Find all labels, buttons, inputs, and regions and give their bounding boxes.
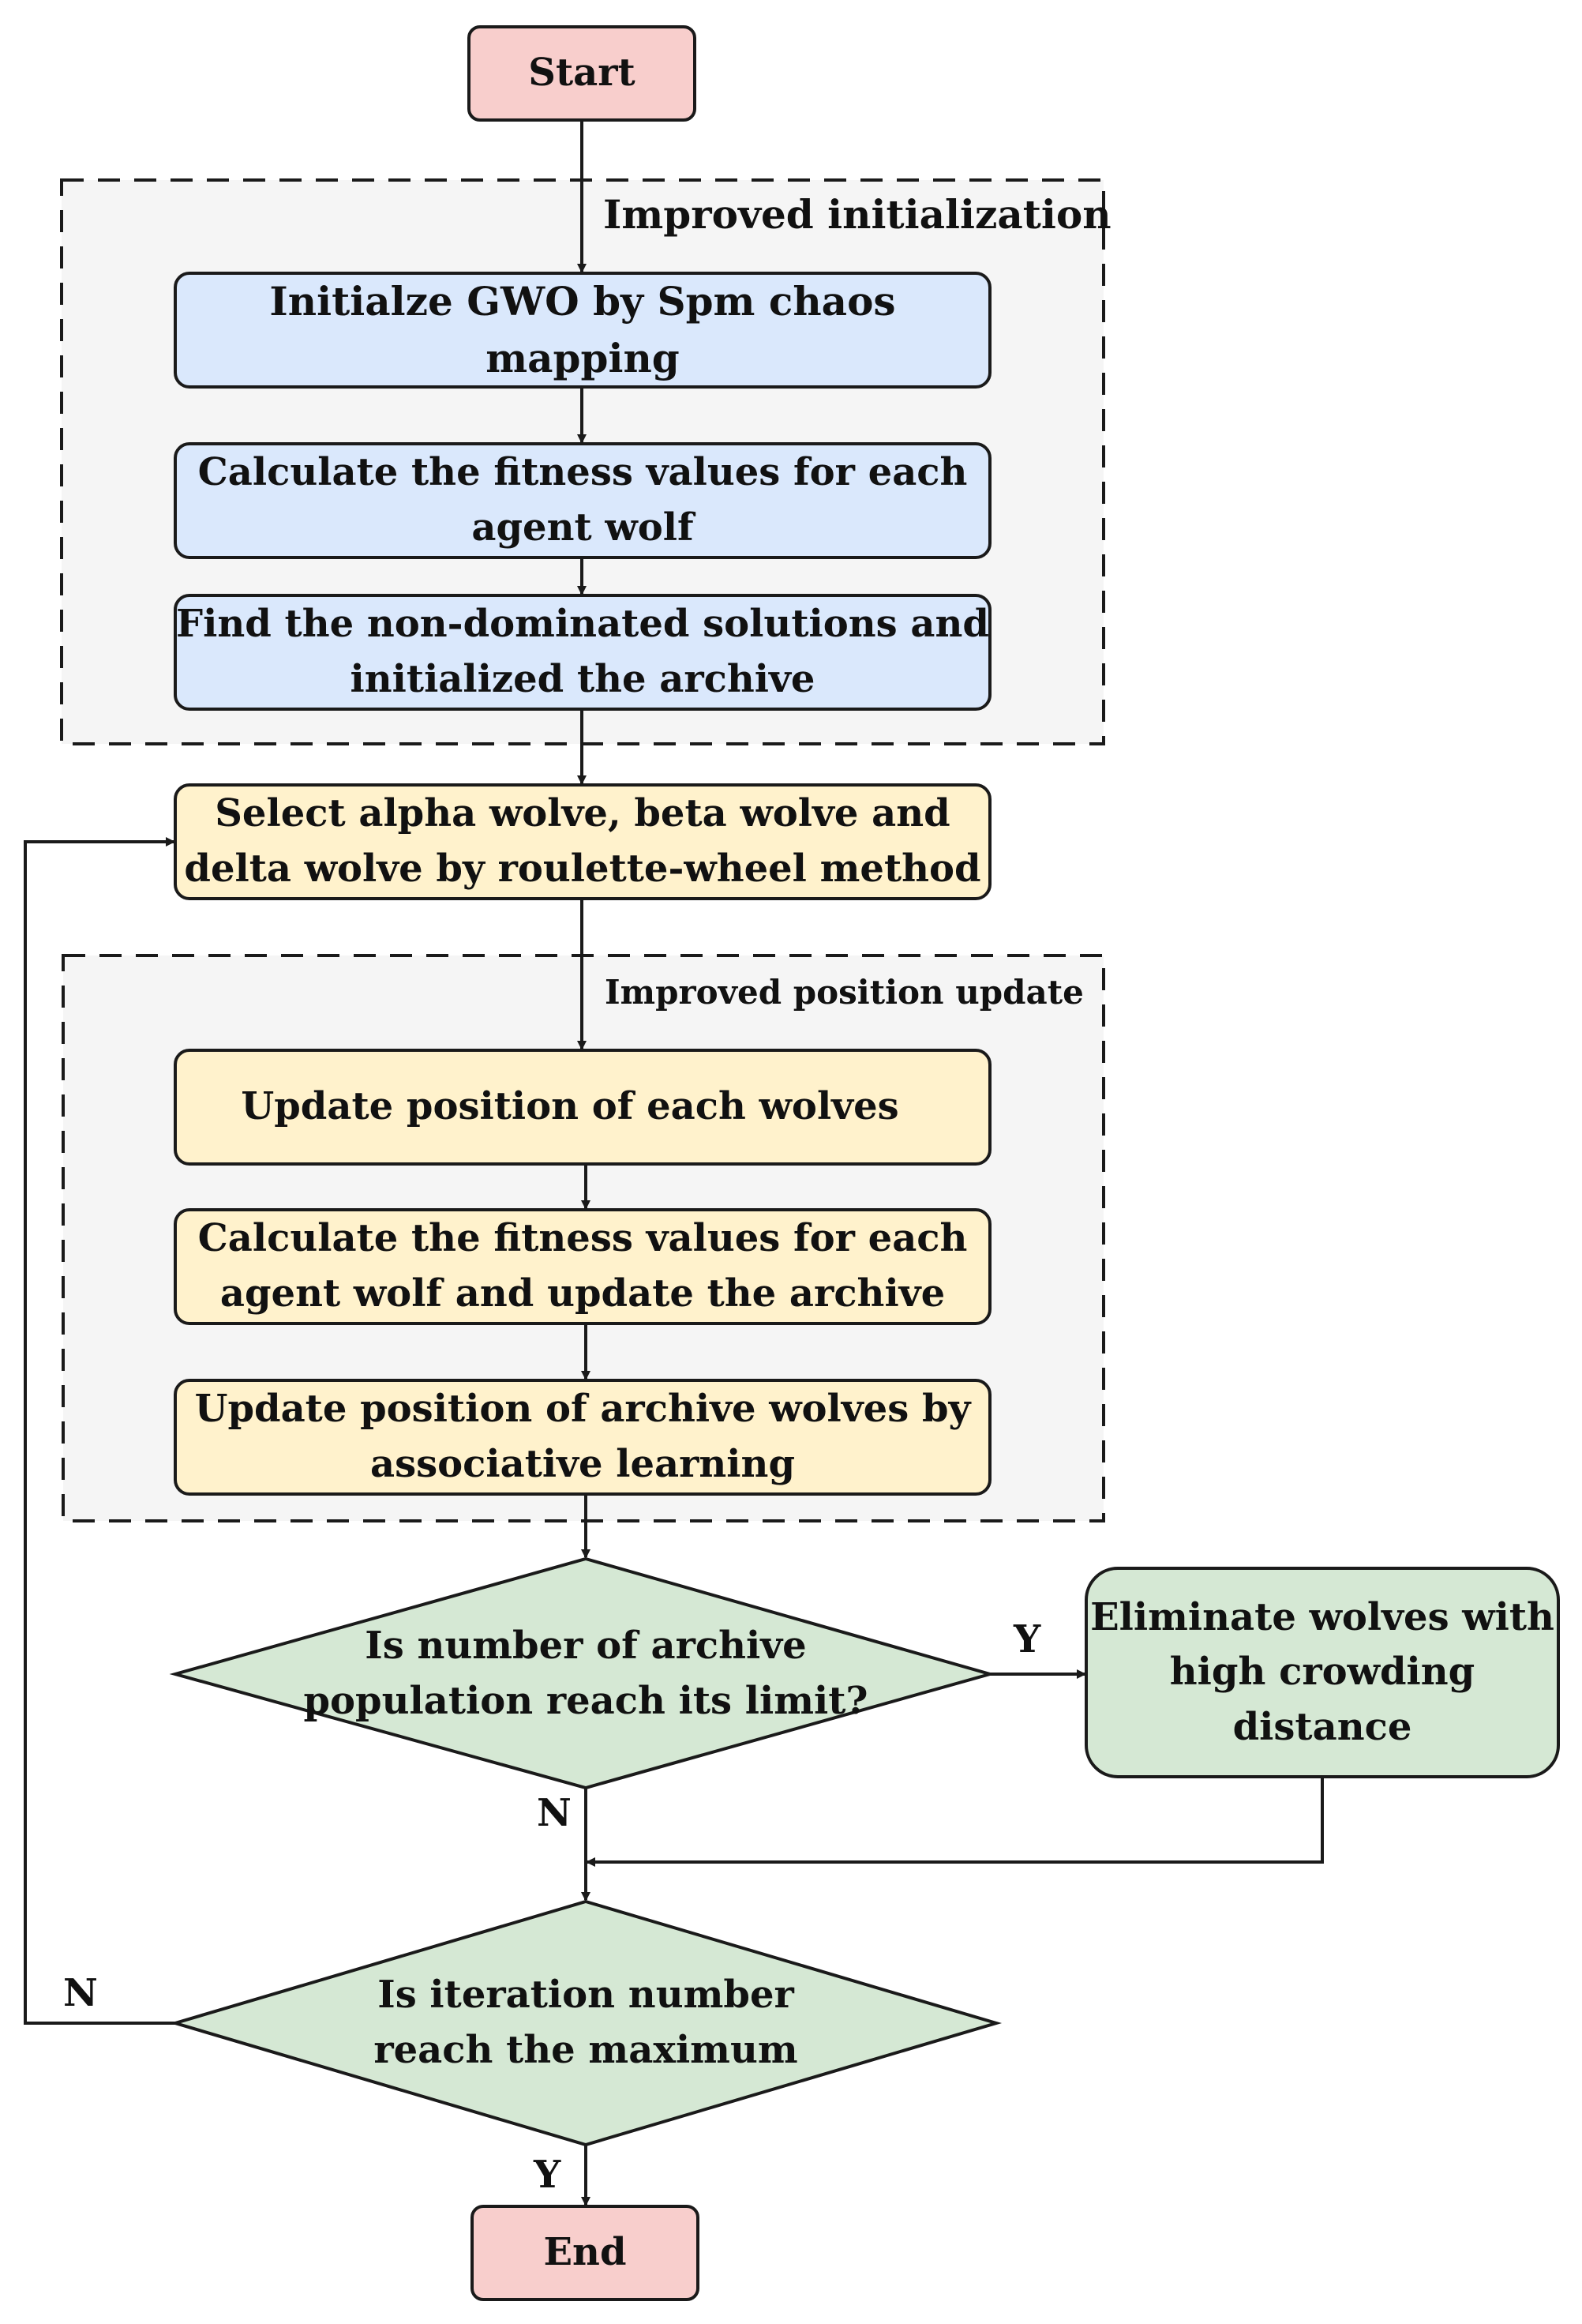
calc-fitness-2-node: Calculate the fitness values for each ag…: [197, 1216, 968, 1316]
update-position-shape: [174, 1049, 992, 1166]
eliminate-node: Eliminate wolves with high crowding dist…: [1090, 1594, 1554, 1749]
update-archive-position-node: Update position of archive wolves by ass…: [194, 1387, 971, 1486]
end-node-shape: [470, 2205, 699, 2301]
init-gwo-node: Initialze GWO by Spm chaos mapping: [269, 277, 896, 382]
update-archive-position-shape: [174, 1379, 992, 1496]
start-node: Start: [528, 51, 635, 96]
position-group-title: Improved position update: [605, 973, 1084, 1012]
init-group-title: Improved initialization: [603, 191, 1112, 238]
edge-iteration-no-loop: [24, 837, 175, 2025]
find-nondominated-node: Find the non-dominated solutions and ini…: [176, 602, 989, 701]
calc-fitness-2-shape: [174, 1208, 992, 1325]
decision-iteration-node: Is iteration number reach the maximum: [373, 1973, 798, 2072]
calc-fitness-1-node: Calculate the fitness values for each ag…: [197, 450, 968, 550]
select-leaders-node: Select alpha wolve, beta wolve and delta…: [184, 791, 981, 891]
edge-label-iteration-no: N: [63, 1971, 98, 2015]
update-position-node: Update position of each wolves: [241, 1084, 899, 1129]
end-node: End: [543, 2230, 627, 2275]
decision-archive-node: Is number of archive population reach it…: [303, 1624, 868, 1723]
edge-label-archive-no: N: [537, 1791, 572, 1835]
edge-eliminate-merge: [586, 1777, 1324, 1867]
edge-label-archive-yes: Y: [1014, 1617, 1041, 1661]
edge-label-iteration-yes: Y: [534, 2153, 561, 2197]
